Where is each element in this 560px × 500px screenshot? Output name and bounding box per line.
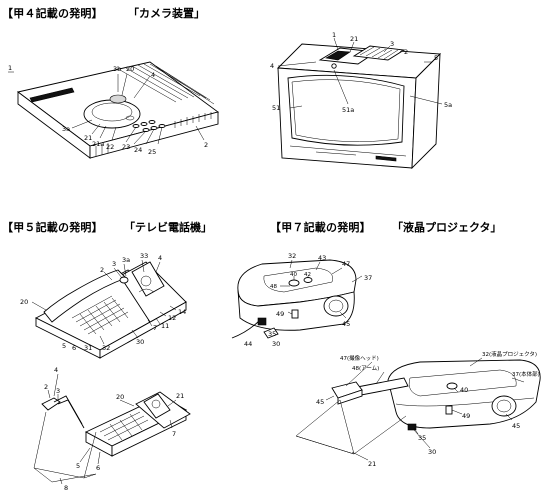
fig4-label-30: 30 [272, 340, 280, 348]
fig4-label-40: 40 [290, 272, 297, 278]
fig3-label-4: 4 [158, 254, 162, 262]
fig5-label-6: 6 [96, 464, 100, 472]
section-heading-ko7: 【甲７記載の発明】 [270, 221, 371, 234]
fig1-label-25: 25 [148, 148, 156, 156]
fig4-label-43: 43 [318, 254, 326, 262]
fig1-label-number: 1 [8, 64, 12, 72]
fig4-label-37: 37 [364, 274, 372, 282]
fig1-label-4: 4 [151, 71, 155, 79]
fig5-label-5: 5 [76, 462, 80, 470]
fig1-label-22: 22 [106, 143, 114, 151]
fig6-label-30: 30 [428, 448, 436, 456]
fig2-label-5a: 5a [444, 101, 452, 109]
fig1-label-21: 21 [84, 134, 92, 142]
fig6-label-32: 32(液晶プロジェクタ) [482, 350, 537, 358]
fig5-label-7: 7 [172, 430, 176, 438]
fig6-label-45a: 45 [316, 398, 324, 406]
fig4-label-32: 32 [288, 252, 296, 260]
fig1-label-21a: 21a [92, 140, 104, 148]
section-heading-ko4: 【甲４記載の発明】 [2, 7, 103, 20]
fig3-label-32: 32 [102, 344, 110, 352]
fig2-label-4: 4 [270, 62, 274, 70]
fig3-label-2: 2 [100, 266, 104, 274]
fig3-label-5: 5 [62, 342, 66, 350]
fig4-label-48: 48 [270, 284, 277, 290]
fig3-label-20: 20 [20, 298, 28, 306]
fig5-label-2: 2 [44, 383, 48, 391]
section-heading-ko5: 【甲５記載の発明】 [2, 221, 103, 234]
fig2-label-21: 21 [350, 35, 358, 43]
fig3-label-3a: 3a [122, 256, 130, 264]
fig2-label-51: 51 [272, 104, 280, 112]
fig2-label-3: 3 [390, 40, 394, 48]
fig5-label-8: 8 [64, 484, 68, 492]
fig6-label-21: 21 [368, 460, 376, 468]
fig3-label-7: 7 [153, 324, 157, 332]
fig4-label-44: 44 [244, 340, 252, 348]
section-title-projector: 「液晶プロジェクタ」 [392, 221, 502, 234]
fig2-label-5: 5 [434, 54, 438, 62]
fig3-label-11: 11 [161, 322, 169, 330]
fig5-label-21: 21 [176, 392, 184, 400]
fig4-label-49: 49 [276, 310, 284, 318]
fig6-label-35: 35 [418, 434, 426, 442]
fig6-label-47: 47(撮像ヘッド) [340, 354, 379, 362]
fig4-label-42: 42 [304, 272, 311, 278]
fig4-label-35: 35 [268, 330, 276, 338]
fig1-label-3b: 3b [113, 65, 121, 73]
fig6-label-40: 40 [460, 386, 468, 394]
fig5-label-20: 20 [116, 393, 124, 401]
fig3-label-14: 14 [178, 308, 186, 316]
fig6-label-49: 49 [462, 412, 470, 420]
fig3-label-6: 6 [72, 344, 76, 352]
fig1-label-24: 24 [134, 146, 142, 154]
fig4-label-47: 47 [342, 260, 350, 268]
fig3-label-3: 3 [112, 260, 116, 268]
fig2-label-1: 1 [332, 31, 336, 39]
section-title-videophone: 「テレビ電話機」 [124, 221, 212, 234]
fig5-label-4: 4 [54, 366, 58, 374]
fig4-label-45: 45 [342, 320, 350, 328]
fig3-label-30: 30 [136, 338, 144, 346]
fig6-label-45b: 45 [512, 422, 520, 430]
fig1-label-20: 20 [126, 65, 134, 73]
fig6-label-48: 48(アーム) [352, 365, 379, 372]
section-title-camera: 「カメラ装置」 [128, 7, 205, 20]
fig1-label-3a: 3a [62, 125, 70, 133]
fig1-label-2: 2 [204, 141, 208, 149]
fig6-label-37: 37(本体部) [512, 370, 540, 378]
fig2-label-2: 2 [404, 48, 408, 56]
fig2-label-51a: 51a [342, 106, 354, 114]
fig1-label-23: 23 [122, 143, 130, 151]
fig3-label-33: 33 [140, 252, 148, 260]
fig3-label-12: 12 [168, 314, 176, 322]
fig3-label-31: 31 [84, 344, 92, 352]
fig5-label-3: 3 [56, 387, 60, 395]
